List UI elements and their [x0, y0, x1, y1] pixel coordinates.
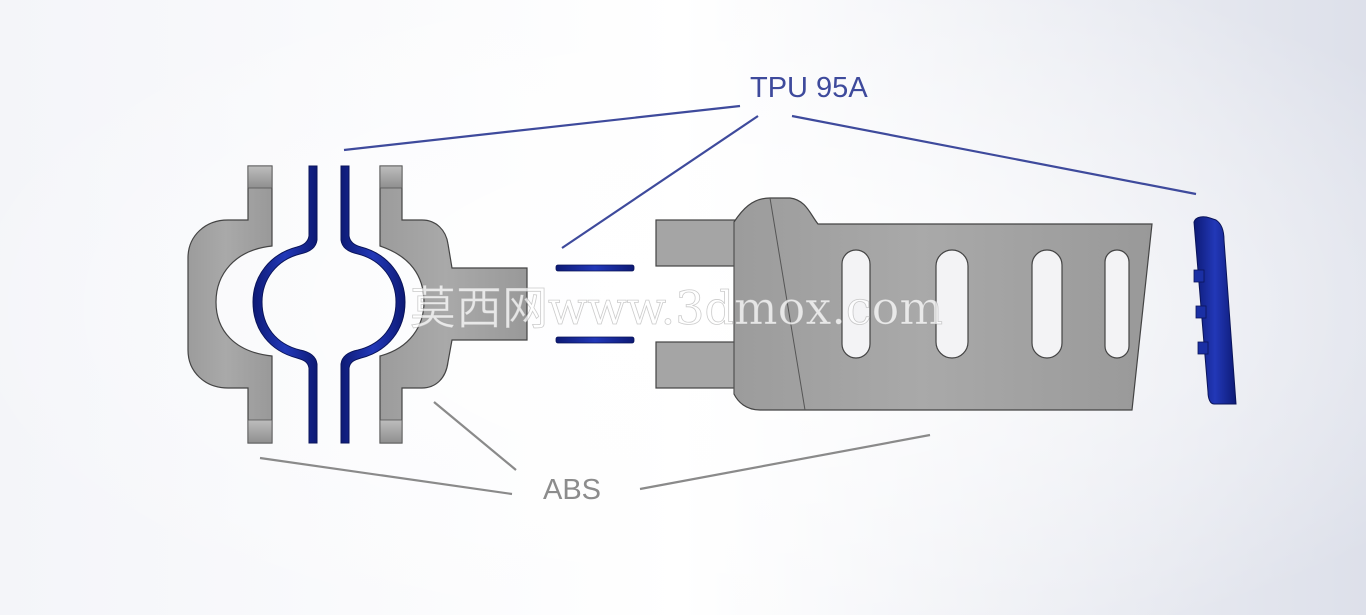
- tpu-leader-to-end-pad: [791, 114, 1197, 196]
- tpu-end-pad: [1193, 216, 1237, 405]
- abs-leader-to-clamp-right: [433, 401, 517, 471]
- slot-4: [1104, 249, 1130, 359]
- tpu-liner-left: [252, 165, 318, 444]
- abs-arm: [655, 197, 1153, 411]
- abs-clamp-right-half: [379, 165, 528, 444]
- tpu-strip-lower: [555, 336, 635, 344]
- slot-2: [935, 249, 969, 359]
- abs-material-label: ABS: [543, 474, 601, 506]
- abs-leader-to-arm: [639, 433, 931, 491]
- slot-1: [841, 249, 871, 359]
- abs-leader-lines: [259, 401, 931, 496]
- tpu-material-label: TPU 95A: [750, 72, 868, 104]
- tpu-leader-to-liners: [343, 104, 741, 152]
- abs-leader-to-clamp-bottom: [259, 456, 513, 496]
- watermark: 莫西网www.3dmox.com: [410, 281, 943, 335]
- slot-3: [1031, 249, 1063, 359]
- tpu-strip-upper: [555, 264, 635, 272]
- tpu-leader-lines: [343, 104, 1197, 249]
- abs-clamp-left-half: [187, 165, 273, 444]
- tpu-leader-to-strips: [561, 115, 759, 249]
- tpu-liner-right: [340, 165, 406, 444]
